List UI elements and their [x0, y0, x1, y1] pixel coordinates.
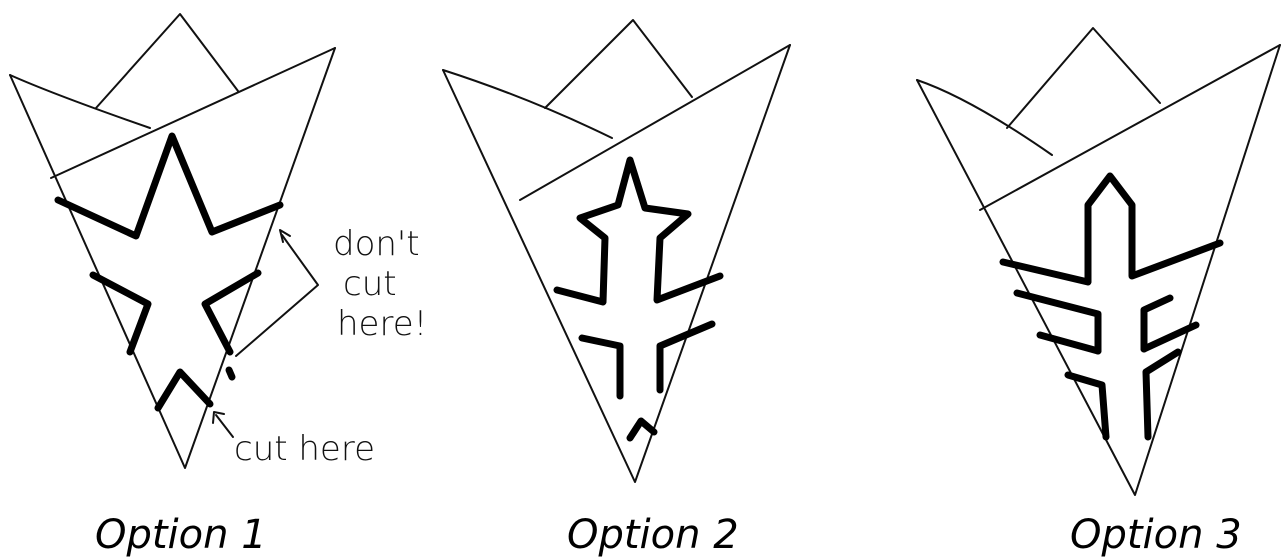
option-3-paper-outline	[917, 28, 1280, 495]
dont-cut-label-line1: don't	[333, 224, 420, 264]
option-3-caption: Option 3	[1070, 512, 1242, 558]
option-1-snowflake: don't cut here! cut here Option 1	[10, 14, 427, 558]
option-1-cut-lines	[58, 136, 280, 408]
option-2-caption: Option 2	[567, 512, 739, 558]
option-1-caption: Option 1	[95, 512, 267, 558]
dont-cut-label-line3: here!	[337, 304, 427, 344]
dont-cut-label-line2: cut	[343, 264, 397, 304]
option-1-annotation-arrows	[213, 230, 318, 437]
option-3-snowflake: Option 3	[917, 28, 1280, 558]
option-2-cut-lines	[557, 160, 720, 438]
option-2-paper-outline	[443, 20, 790, 482]
option-2-snowflake: Option 2	[443, 20, 790, 558]
cut-here-label: cut here	[234, 429, 375, 469]
